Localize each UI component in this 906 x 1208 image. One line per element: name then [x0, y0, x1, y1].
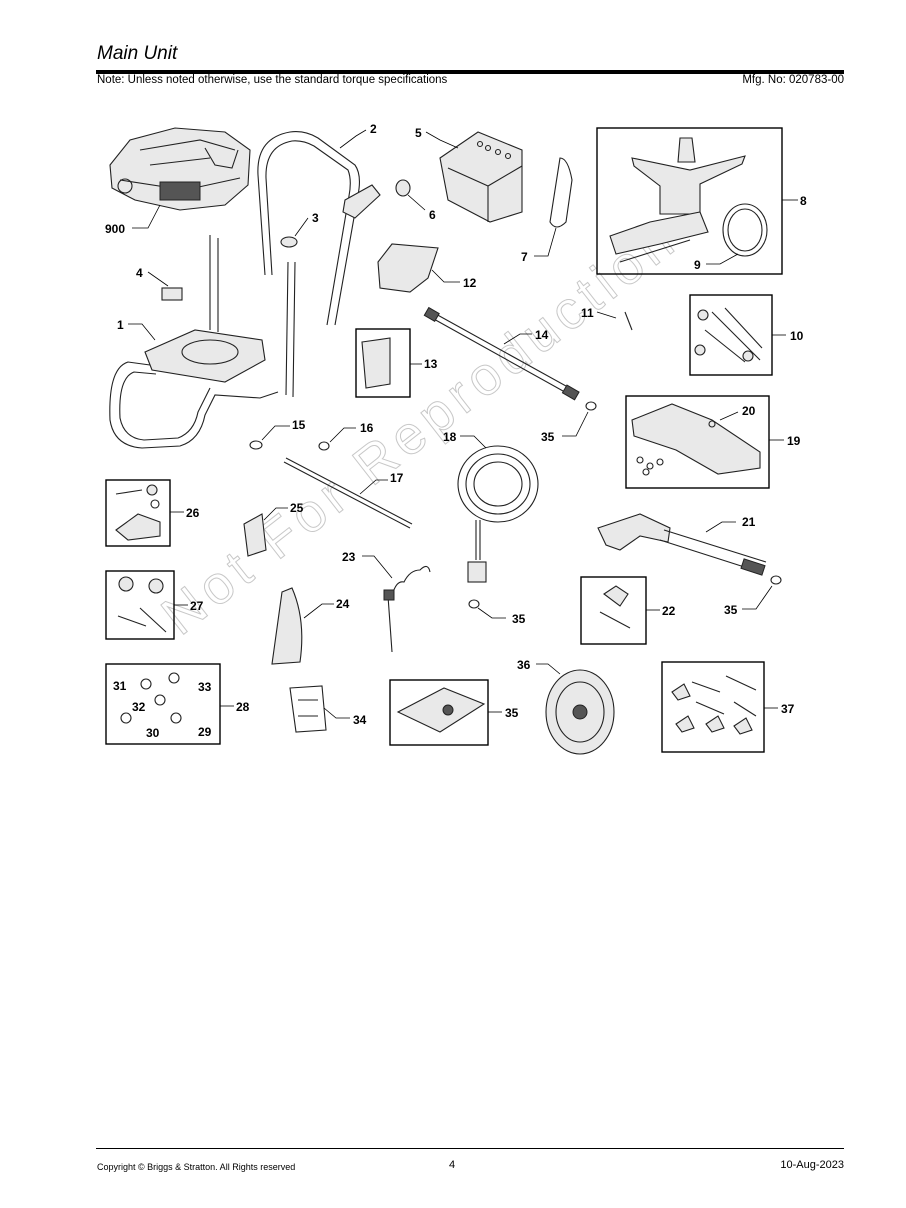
callout-labels: 900 1 2 3 4 5 6 7 8 9 10 11 12 13 14 15 … [105, 122, 807, 740]
part22-box [580, 576, 647, 645]
label-part [161, 287, 183, 301]
spray-gun-part [597, 513, 767, 576]
washer-part [249, 440, 263, 450]
part35-box [389, 679, 489, 746]
panel-part [361, 337, 391, 389]
callout-24: 24 [336, 597, 350, 611]
bracket-part [243, 513, 267, 557]
part10-box [689, 294, 773, 376]
callout-20: 20 [742, 404, 756, 418]
callout-15: 15 [292, 418, 306, 432]
callout-3: 3 [312, 211, 319, 225]
callout-29: 29 [198, 725, 212, 739]
callout-22: 22 [662, 604, 676, 618]
washer-35-part [468, 599, 480, 609]
callout-11: 11 [581, 306, 594, 320]
callout-900: 900 [105, 222, 125, 236]
clip-part [599, 585, 631, 629]
bumper-part [115, 484, 161, 541]
header-rule [96, 70, 844, 74]
handle-part [257, 131, 381, 326]
pin-part [624, 311, 633, 331]
knob-part [117, 576, 167, 633]
callout-28: 28 [236, 700, 250, 714]
grommet-part [395, 179, 411, 197]
callout-34: 34 [353, 713, 367, 727]
callout-35: 35 [724, 603, 738, 617]
callout-4: 4 [136, 266, 143, 280]
fasteners-part [120, 672, 182, 724]
callout-10: 10 [790, 329, 804, 343]
callout-12: 12 [463, 276, 477, 290]
part37-box [661, 661, 765, 753]
callout-27: 27 [190, 599, 204, 613]
callout-17: 17 [390, 471, 404, 485]
callout-33: 33 [198, 680, 212, 694]
frame-part [109, 235, 296, 449]
washer-35-part [585, 401, 597, 411]
wand-part [423, 306, 580, 401]
handle-grip-part [631, 403, 761, 476]
part19-box [625, 395, 770, 489]
callout-31: 31 [113, 679, 127, 693]
pump-part [609, 137, 746, 263]
callout-30: 30 [146, 726, 160, 740]
part26-box [105, 479, 171, 547]
strap-part [549, 157, 573, 228]
nozzle-holder-part [271, 587, 303, 665]
callout-35: 35 [512, 612, 526, 626]
torque-note: Note: Unless noted otherwise, use the st… [97, 74, 448, 86]
callout-26: 26 [186, 506, 200, 520]
pump-box [596, 127, 783, 275]
cover-part [439, 131, 523, 223]
callout-8: 8 [800, 194, 807, 208]
wheel-part [545, 669, 615, 755]
part28-box [105, 663, 221, 745]
bolts-part [694, 307, 763, 363]
callout-7: 7 [521, 250, 528, 264]
cap-part [280, 236, 298, 248]
mfg-number: Mfg. No: 020783-00 [742, 74, 844, 86]
callout-23: 23 [342, 550, 356, 564]
callout-19: 19 [787, 434, 801, 448]
callout-16: 16 [360, 421, 374, 435]
callout-35: 35 [505, 706, 519, 720]
page-title: Main Unit [97, 43, 178, 64]
footer-rule [96, 1148, 844, 1149]
callout-18: 18 [443, 430, 457, 444]
callout-9: 9 [694, 258, 701, 272]
callout-5: 5 [415, 126, 422, 140]
footer-date: 10-Aug-2023 [780, 1159, 844, 1171]
washer-35-part [770, 575, 782, 585]
callout-14: 14 [535, 328, 549, 342]
hose-coil-part [722, 203, 768, 257]
axle-hardware-part [671, 675, 757, 735]
holder-part [289, 685, 327, 733]
page-number: 4 [449, 1159, 456, 1171]
pad-part [377, 243, 439, 293]
callout-32: 32 [132, 700, 146, 714]
copyright-text: Copyright © Briggs & Stratton. All Right… [97, 1162, 296, 1172]
rod-part [283, 457, 413, 529]
callout-6: 6 [429, 208, 436, 222]
engine-part [109, 127, 251, 211]
siphon-tube-part [383, 565, 431, 653]
callout-13: 13 [424, 357, 438, 371]
callout-35: 35 [541, 430, 555, 444]
callout-37: 37 [781, 702, 795, 716]
washer-part [318, 441, 330, 451]
callout-1: 1 [117, 318, 124, 332]
callout-25: 25 [290, 501, 304, 515]
callout-36: 36 [517, 658, 531, 672]
callout-2: 2 [370, 122, 377, 136]
hose-reel-part [457, 445, 539, 583]
part13-box [355, 328, 411, 398]
callout-21: 21 [742, 515, 756, 529]
plate-part [396, 687, 486, 733]
